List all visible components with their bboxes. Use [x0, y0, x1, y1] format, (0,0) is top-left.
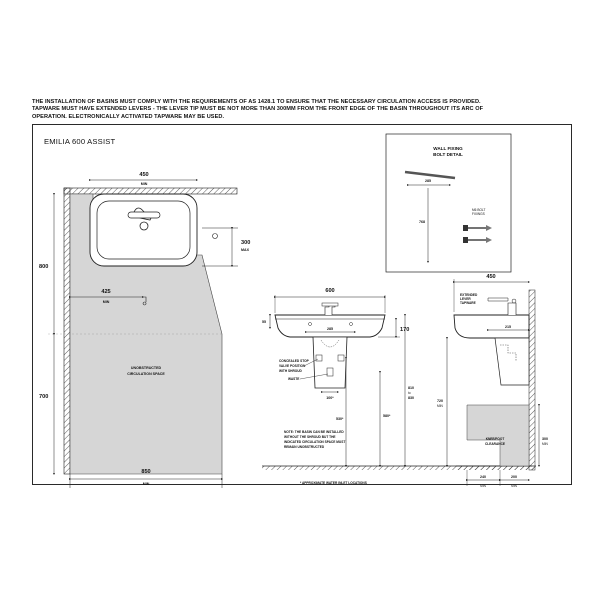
plan-fixing-mark [212, 233, 218, 239]
side-dim-450: 450 [486, 274, 495, 280]
bolt-detail-title-1: WALL FIXING [433, 146, 463, 151]
bolt-detail-box [385, 133, 512, 273]
side-tap-lever [487, 297, 509, 302]
bolt-detail-bracket [404, 170, 456, 180]
plan-dim-450: 450 [139, 172, 148, 178]
notice-line-3: OPERATION. ELECTRONICALLY ACTIVATED TAPW… [32, 113, 225, 120]
front-dim-55: 55 [262, 320, 266, 324]
side-dim-215: 215 [505, 325, 511, 329]
front-shroud [312, 336, 348, 389]
front-note-3: INDICATED CIRCULATION SPACE MUST [284, 440, 345, 444]
valve-callout-1: CONCEALED STOP [279, 359, 310, 363]
plan-view: 450 MIN 300 MAX 800 700 425 MIN UNOBSTRU… [39, 172, 250, 488]
plan-dim-850-min: MIN [143, 482, 150, 486]
front-note-1: NOTE: THE BASIN CAN BE INSTALLED [284, 430, 344, 434]
bolt-icon-2 [463, 237, 492, 243]
notice-line-2: TAPWARE MUST HAVE EXTENDED LEVERS - THE … [32, 106, 484, 113]
side-wall [528, 289, 536, 471]
front-note-2: WITHOUT THE SHROUD BUT THE [284, 435, 336, 439]
valve-leader [303, 358, 319, 367]
plan-dim-450-min: MIN [141, 182, 148, 186]
space-label-1: UNOBSTRUCTED [131, 366, 162, 370]
waste-callout: WASTE [288, 377, 299, 381]
drawing-frame [32, 124, 572, 485]
side-tap-body [507, 302, 517, 315]
knee-clearance-space [466, 404, 530, 467]
front-dim-285: 285 [327, 327, 333, 331]
front-fixing-left [308, 322, 312, 326]
plan-dim-850: 850 [141, 469, 150, 475]
front-dim-100: 100* [326, 396, 334, 400]
side-dim-240-min: MIN [480, 484, 487, 488]
side-floor [456, 466, 536, 470]
lever-callout-3: TAPWARE [460, 301, 476, 305]
bolt-label-1: M6 BOLT [472, 208, 485, 212]
plan-back-wall [63, 187, 238, 195]
side-dim-300: 300 [542, 437, 548, 441]
waste-leader [299, 373, 329, 380]
side-basin [453, 314, 530, 339]
front-elevation: 600 285 55 170 530* 580* 810 to 830 100*… [262, 288, 532, 485]
front-dim-810: 810 [408, 386, 414, 390]
side-dim-240: 240 [480, 475, 486, 479]
front-floor [262, 466, 532, 470]
side-trap-hidden [500, 344, 517, 361]
plan-dim-300-max: MAX [241, 248, 250, 252]
front-fixing-right [349, 322, 353, 326]
front-note-4: REMAIN UNOBSTRUCTED [284, 445, 325, 449]
side-tap-icon [511, 298, 517, 304]
plan-dim-425: 425 [101, 289, 110, 295]
plan-dim-425-min: MIN [103, 300, 110, 304]
notice-line-1: THE INSTALLATION OF BASINS MUST COMPLY W… [32, 99, 481, 105]
plan-dim-300: 300 [241, 240, 250, 246]
front-dim-170: 170 [400, 327, 409, 333]
bolt-detail-dim-768: 768 [419, 220, 425, 224]
plan-tap-lever [127, 211, 161, 219]
lever-callout-2: LEVER [460, 297, 471, 301]
plan-centreline-mark [142, 296, 147, 306]
front-dim-530: 530* [336, 417, 344, 421]
side-dim-200: 200 [511, 475, 517, 479]
front-dim-to: to [408, 391, 411, 395]
front-stop-valve-left [315, 354, 323, 362]
knee-label-2: CLEARANCE [485, 442, 505, 446]
side-dim-200-min: MIN [511, 484, 518, 488]
space-label-2: CIRCULATION SPACE [127, 372, 165, 376]
lever-callout-1: EXTENDED [460, 293, 478, 297]
plan-dim-800: 800 [39, 264, 48, 270]
bolt-detail: WALL FIXING BOLT DETAIL 285 768 M6 BOLT … [385, 133, 512, 273]
front-stop-valve-right [337, 354, 345, 362]
plan-dim-700: 700 [39, 394, 48, 400]
front-tap-lever [321, 302, 339, 307]
valve-callout-2: VALVE POSITION [279, 364, 306, 368]
front-footnote: * APPROXIMATE WATER INLET LOCATIONS [300, 481, 367, 485]
front-trap-hidden [320, 339, 340, 348]
front-dim-580: 580* [383, 414, 391, 418]
plan-side-wall [63, 187, 71, 475]
plan-waste [139, 221, 149, 231]
bolt-label-2: FIXINGS [472, 212, 485, 216]
side-elevation: 450 EXTENDED LEVER TAPWARE 215 720 MIN K… [437, 274, 549, 488]
side-dim-720-min: MIN [437, 404, 444, 408]
side-dim-720: 720 [437, 399, 443, 403]
installation-notice: THE INSTALLATION OF BASINS MUST COMPLY W… [32, 99, 572, 121]
front-basin [274, 314, 386, 338]
bolt-detail-dim-285: 285 [425, 179, 431, 183]
side-shroud [494, 337, 530, 386]
bolt-icon-1 [463, 225, 492, 231]
product-title: EMILIA 600 ASSIST [44, 137, 116, 146]
side-dim-300-min: MIN [542, 442, 549, 446]
front-dim-830: 830 [408, 396, 414, 400]
knee-label-1: KNEE/FOOT [486, 437, 505, 441]
valve-callout-3: WITH SHROUD [279, 369, 303, 373]
bolt-detail-title-2: BOLT DETAIL [433, 152, 463, 157]
front-dim-600: 600 [325, 288, 334, 294]
front-waste-pipe [326, 367, 334, 377]
